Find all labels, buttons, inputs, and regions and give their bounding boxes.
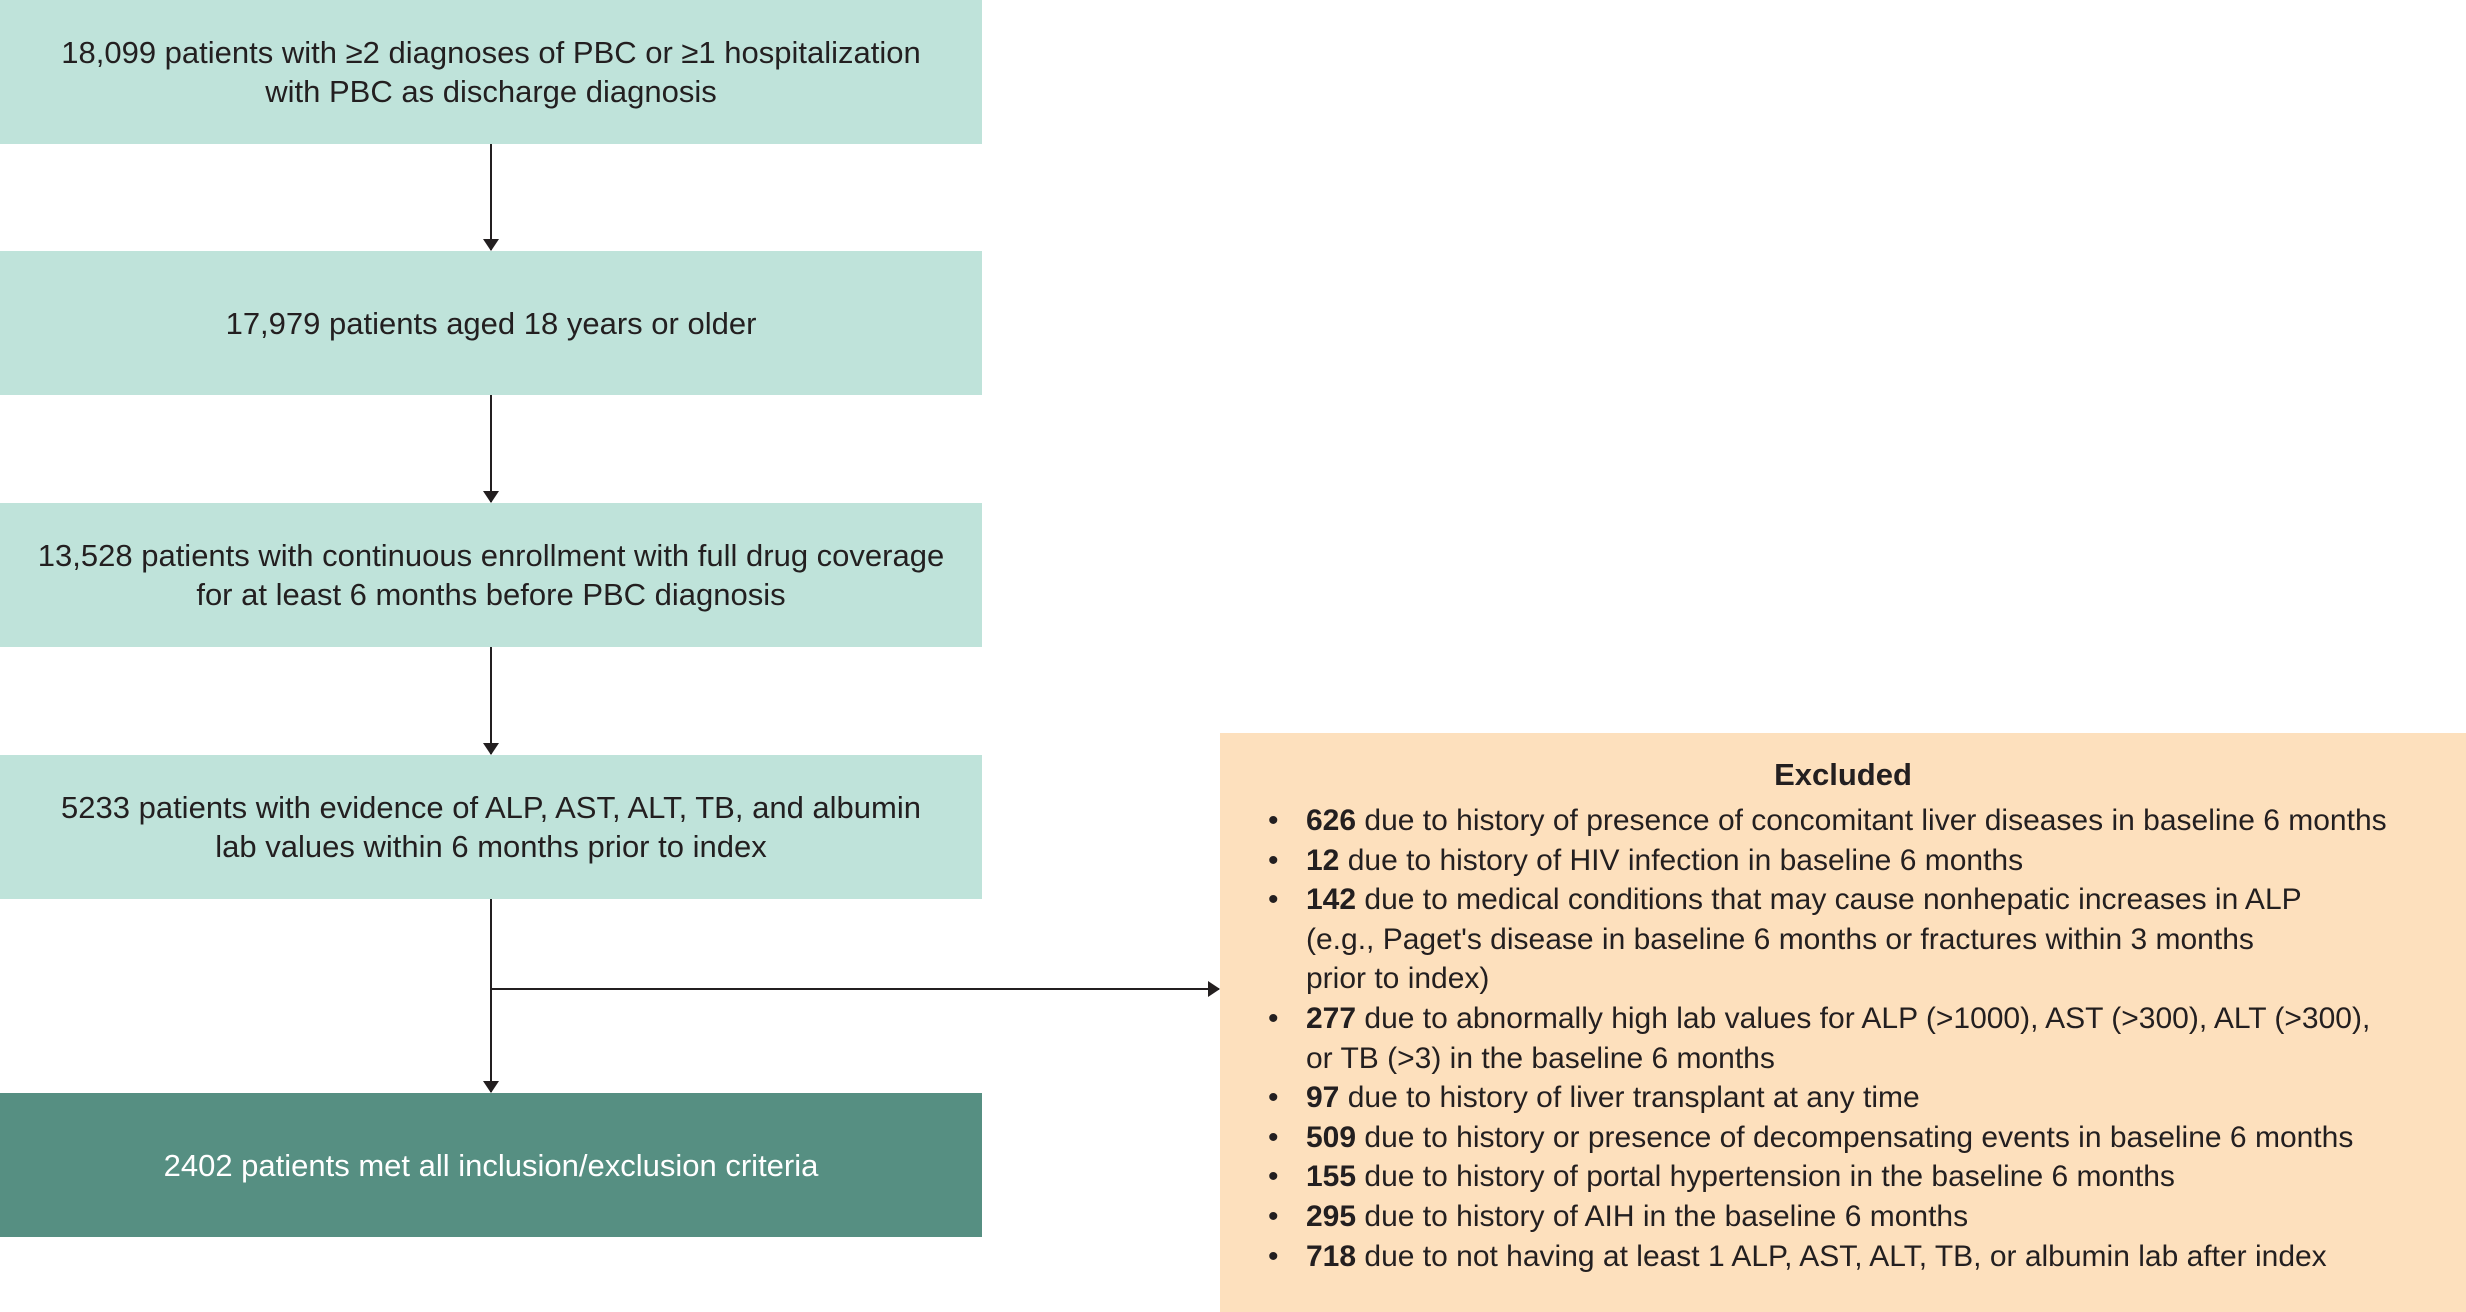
excluded-count: 626 bbox=[1306, 804, 1357, 837]
step-1-text: 18,099 patients with ≥2 diagnoses of PBC… bbox=[61, 35, 921, 109]
step-4-text: 5233 patients with evidence of ALP, AST,… bbox=[61, 790, 921, 864]
excluded-count: 718 bbox=[1306, 1239, 1357, 1273]
step-box-1: 18,099 patients with ≥2 diagnoses of PBC… bbox=[0, 0, 982, 144]
excluded-item: • 277 due to abnormally high lab values f… bbox=[1244, 999, 2442, 1078]
excluded-item: • 626 due to history of presence of conco… bbox=[1244, 801, 2442, 841]
excluded-reason: due to history of liver transplant at an… bbox=[1339, 1081, 1920, 1115]
excluded-count: 12 bbox=[1306, 843, 1340, 877]
excluded-reason: due to history or presence of decompensa… bbox=[1356, 1120, 2354, 1154]
excluded-item: • 97 due to history of liver transplant a… bbox=[1244, 1078, 2442, 1118]
excluded-reason: due to history of presence of concomitan… bbox=[1356, 804, 2387, 837]
excluded-count: 295 bbox=[1306, 1199, 1357, 1233]
excluded-list: • 626 due to history of presence of conco… bbox=[1244, 801, 2442, 1276]
excluded-reason: due to history of HIV infection in basel… bbox=[1339, 843, 2024, 877]
excluded-count: 97 bbox=[1306, 1081, 1340, 1115]
excluded-item: • 295 due to history of AIH in the baseli… bbox=[1244, 1197, 2442, 1237]
excluded-title: Excluded bbox=[1774, 757, 1912, 792]
bullet-icon: • bbox=[1268, 1239, 1279, 1273]
excluded-item: • 509 due to history or presence of decom… bbox=[1244, 1118, 2442, 1158]
step-box-2: 17,979 patients aged 18 years or older bbox=[0, 251, 982, 395]
bullet-icon: • bbox=[1268, 1001, 1279, 1035]
excluded-box: Excluded • 626 due to history of presence… bbox=[1220, 733, 2466, 1312]
excluded-reason: due to abnormally high lab values for AL… bbox=[1306, 1001, 2371, 1075]
bullet-icon: • bbox=[1268, 1160, 1279, 1194]
final-cohort-box: 2402 patients met all inclusion/exclusio… bbox=[0, 1093, 982, 1237]
excluded-count: 277 bbox=[1306, 1001, 1357, 1035]
excluded-reason: due to history of AIH in the baseline 6 … bbox=[1356, 1199, 1969, 1233]
excluded-item: • 12 due to history of HIV infection in b… bbox=[1244, 841, 2442, 881]
excluded-count: 509 bbox=[1306, 1120, 1357, 1154]
bullet-icon: • bbox=[1268, 1199, 1279, 1233]
step-3-text: 13,528 patients with continuous enrollme… bbox=[37, 538, 945, 612]
excluded-count: 142 bbox=[1306, 883, 1357, 917]
step-box-4: 5233 patients with evidence of ALP, AST,… bbox=[0, 755, 982, 899]
step-box-3: 13,528 patients with continuous enrollme… bbox=[0, 503, 982, 647]
excluded-reason: due to medical conditions that may cause… bbox=[1306, 883, 2302, 996]
step-2-text: 17,979 patients aged 18 years or older bbox=[225, 305, 757, 341]
bullet-icon: • bbox=[1268, 883, 1279, 917]
excluded-item: • 142 due to medical conditions that may … bbox=[1244, 880, 2442, 999]
bullet-icon: • bbox=[1268, 804, 1279, 837]
bullet-icon: • bbox=[1268, 1120, 1279, 1154]
final-cohort-text: 2402 patients met all inclusion/exclusio… bbox=[163, 1147, 819, 1183]
excluded-count: 155 bbox=[1306, 1160, 1357, 1194]
excluded-reason: due to not having at least 1 ALP, AST, A… bbox=[1356, 1239, 2327, 1273]
excluded-reason: due to history of portal hypertension in… bbox=[1356, 1160, 2175, 1194]
bullet-icon: • bbox=[1268, 843, 1279, 877]
bullet-icon: • bbox=[1268, 1081, 1279, 1115]
excluded-item: • 718 due to not having at least 1 ALP, A… bbox=[1244, 1237, 2442, 1277]
excluded-item: • 155 due to history of portal hypertensi… bbox=[1244, 1157, 2442, 1197]
